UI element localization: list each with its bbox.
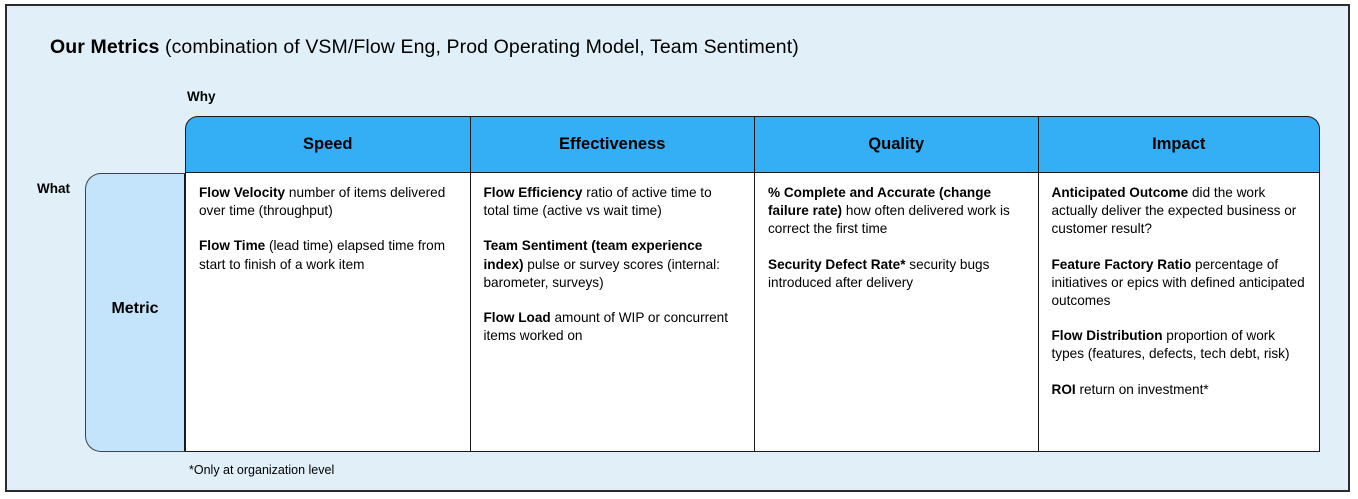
page-title-strong: Our Metrics — [50, 36, 160, 58]
column-header-quality[interactable]: Quality — [755, 117, 1039, 172]
metric-term: ROI — [1051, 381, 1076, 397]
metrics-table: Speed Effectiveness Quality Impact Flow … — [185, 116, 1320, 452]
page-title: Our Metrics (combination of VSM/Flow Eng… — [50, 36, 799, 59]
column-header-effectiveness[interactable]: Effectiveness — [471, 117, 755, 172]
metric-desc: pulse or survey scores (internal: barome… — [483, 256, 720, 290]
metric-entry: % Complete and Accurate (change failure … — [768, 184, 1025, 239]
table-cell-quality: % Complete and Accurate (change failure … — [755, 173, 1039, 451]
metric-term: Flow Load — [483, 310, 551, 326]
column-header-speed[interactable]: Speed — [186, 117, 471, 172]
metric-desc: number of items delivered over time (thr… — [199, 185, 446, 219]
table-cell-impact: Anticipated Outcome did the work actuall… — [1039, 173, 1320, 451]
footnote: *Only at organization level — [189, 463, 335, 477]
metric-row-box: Metric — [85, 173, 185, 452]
metric-term: Flow Velocity — [199, 185, 286, 200]
metric-desc: ratio of active time to total time (acti… — [483, 185, 712, 219]
metric-entry: Flow Time (lead time) elapsed time from … — [199, 237, 457, 273]
metric-term: Anticipated Outcome — [1051, 185, 1189, 200]
column-header-impact[interactable]: Impact — [1152, 135, 1206, 153]
metric-term: Flow Efficiency — [483, 185, 583, 200]
table-header-row: Speed Effectiveness Quality Impact — [185, 116, 1320, 173]
metric-entry: Flow Efficiency ratio of active time to … — [484, 184, 742, 220]
metric-term: Feature Factory Ratio — [1051, 256, 1192, 272]
table-cell-speed: Flow Velocity number of items delivered … — [186, 173, 471, 451]
what-axis-label: What — [37, 181, 70, 196]
metric-desc: (lead time) elapsed time from start to f… — [199, 238, 446, 272]
metric-desc: how often delivered work is correct the … — [768, 203, 1010, 237]
metric-entry: Flow Load amount of WIP or concurrent it… — [484, 309, 742, 345]
why-axis-label: Why — [187, 89, 216, 104]
metric-desc: did the work actually deliver the expect… — [1051, 185, 1297, 237]
metric-term: Flow Distribution — [1051, 328, 1163, 344]
metric-term: Security Defect Rate* — [768, 256, 906, 272]
metric-entry: Team Sentiment (team experience index) p… — [484, 237, 742, 292]
metric-term: % Complete and Accurate (change failure … — [768, 185, 992, 219]
metric-entry: ROI return on investment* — [1052, 381, 1307, 399]
table-body-row: Flow Velocity number of items delivered … — [185, 173, 1320, 452]
metric-desc: proportion of work types (features, defe… — [1051, 328, 1290, 362]
page-title-rest: (combination of VSM/Flow Eng, Prod Opera… — [159, 36, 799, 58]
metric-desc: security bugs introduced after delivery — [768, 256, 990, 290]
metric-desc: amount of WIP or concurrent items worked… — [483, 310, 729, 344]
metric-row-label: Metric — [111, 300, 159, 317]
metric-term: Flow Time — [199, 238, 266, 254]
metric-entry: Anticipated Outcome did the work actuall… — [1052, 184, 1307, 239]
metric-term: Team Sentiment (team experience index) — [483, 238, 703, 272]
metric-entry: Feature Factory Ratio percentage of init… — [1052, 256, 1307, 311]
slide-frame: Our Metrics (combination of VSM/Flow Eng… — [5, 4, 1350, 492]
table-cell-effectiveness: Flow Efficiency ratio of active time to … — [471, 173, 755, 451]
metric-entry: Flow Distribution proportion of work typ… — [1052, 327, 1307, 363]
metric-desc: percentage of initiatives or epics with … — [1051, 256, 1305, 309]
metric-desc: return on investment* — [1075, 381, 1209, 397]
metric-entry: Flow Velocity number of items delivered … — [199, 184, 457, 220]
metric-entry: Security Defect Rate* security bugs intr… — [768, 256, 1025, 292]
